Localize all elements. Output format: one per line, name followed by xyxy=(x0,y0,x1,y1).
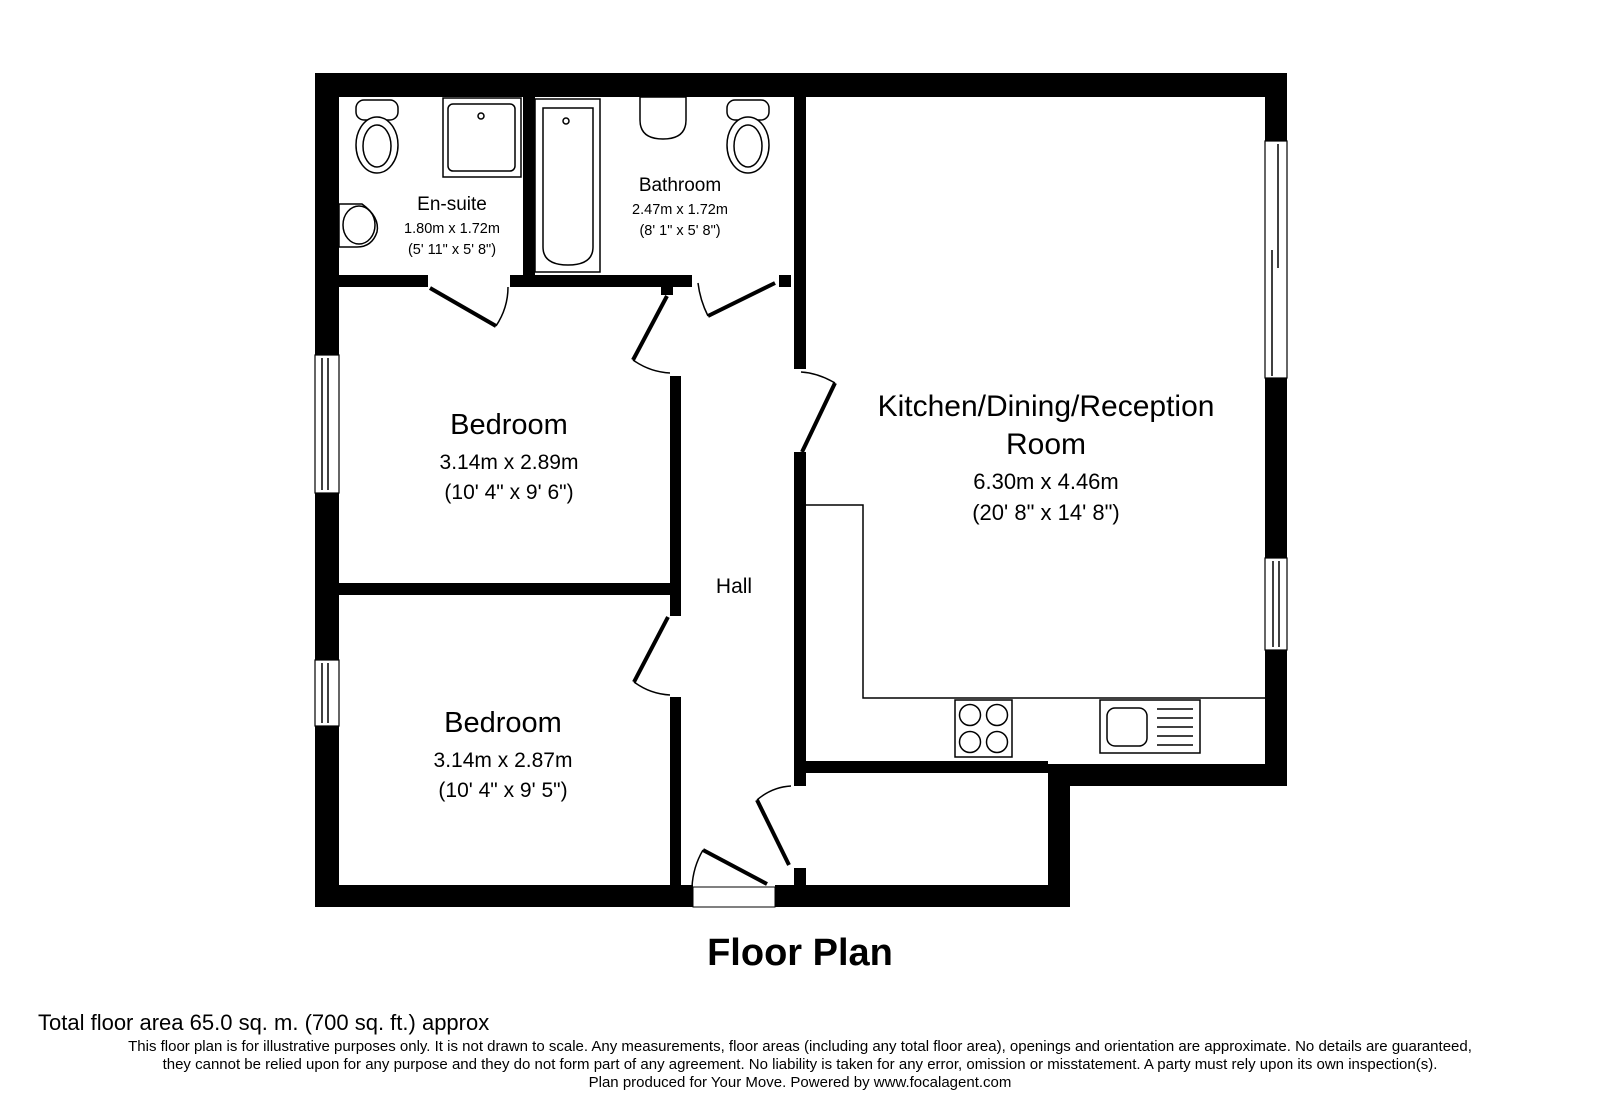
hall-name: Hall xyxy=(716,575,752,598)
basin-icon xyxy=(338,203,379,248)
ensuite-fixtures xyxy=(338,97,522,248)
sink-icon xyxy=(1099,699,1201,754)
plan-title: Floor Plan xyxy=(707,932,893,974)
kitchen-name-line2: Room xyxy=(1006,428,1086,461)
ensuite-name: En-suite xyxy=(417,194,487,215)
bathroom-imperial: (8' 1" x 5' 8") xyxy=(639,223,720,239)
bathroom-metric: 2.47m x 1.72m xyxy=(632,202,728,218)
bedroom2-metric: 3.14m x 2.87m xyxy=(434,749,573,772)
shower-tray-icon xyxy=(442,97,522,178)
bathroom-name: Bathroom xyxy=(639,175,721,196)
floor-plan: En-suite 1.80m x 1.72m (5' 11" x 5' 8") … xyxy=(314,73,1288,908)
total-floor-area: Total floor area 65.0 sq. m. (700 sq. ft… xyxy=(38,1010,490,1035)
plan-credit: Plan produced for Your Move. Powered by … xyxy=(588,1074,1012,1091)
worktop-outline xyxy=(806,504,1265,699)
bath-icon xyxy=(534,98,601,273)
kitchen-metric: 6.30m x 4.46m xyxy=(973,469,1119,494)
basin-icon xyxy=(639,96,687,140)
disclaimer-line-1: This floor plan is for illustrative purp… xyxy=(128,1038,1472,1055)
bedroom1-imperial: (10' 4" x 9' 6") xyxy=(444,481,573,504)
disclaimer-line-2: they cannot be relied upon for any purpo… xyxy=(162,1056,1438,1073)
toilet-icon xyxy=(355,99,399,174)
ensuite-metric: 1.80m x 1.72m xyxy=(404,221,500,237)
bedroom1-metric: 3.14m x 2.89m xyxy=(440,451,579,474)
kitchen-name-line1: Kitchen/Dining/Reception xyxy=(878,390,1215,423)
bedroom2-imperial: (10' 4" x 9' 5") xyxy=(438,779,567,802)
inner-walls xyxy=(339,97,1048,885)
windows xyxy=(314,140,1288,727)
bedroom2-name: Bedroom xyxy=(444,707,562,739)
kitchen-imperial: (20' 8" x 14' 8") xyxy=(972,500,1120,525)
doors xyxy=(429,281,837,908)
toilet-icon xyxy=(726,99,770,174)
kitchen-fixtures xyxy=(806,504,1265,758)
bedroom1-name: Bedroom xyxy=(450,409,568,441)
hob-icon xyxy=(954,699,1013,758)
bathroom-fixtures xyxy=(534,96,770,273)
room-labels: En-suite 1.80m x 1.72m (5' 11" x 5' 8") … xyxy=(404,175,1214,802)
ensuite-imperial: (5' 11" x 5' 8") xyxy=(408,242,496,258)
